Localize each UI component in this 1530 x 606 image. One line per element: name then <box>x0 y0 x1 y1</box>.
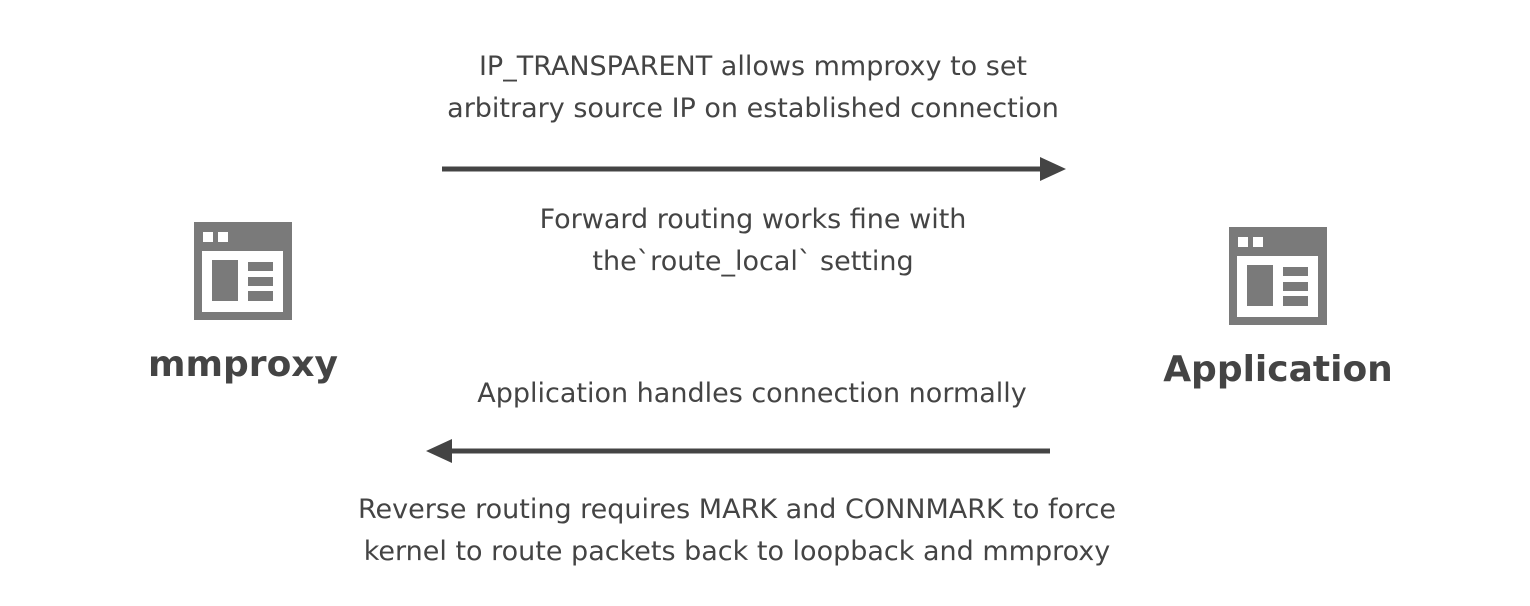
app-window-icon <box>194 222 292 320</box>
app-window-icon <box>1229 227 1327 325</box>
reverse-note: Reverse routing requires MARK and CONNMA… <box>358 494 1116 567</box>
mmproxy-label: mmproxy <box>148 344 338 385</box>
forward-arrow <box>442 157 1066 181</box>
app-note: Application handles connection normally <box>477 378 1027 409</box>
reverse-arrow <box>426 439 1050 463</box>
application-label: Application <box>1163 349 1393 390</box>
